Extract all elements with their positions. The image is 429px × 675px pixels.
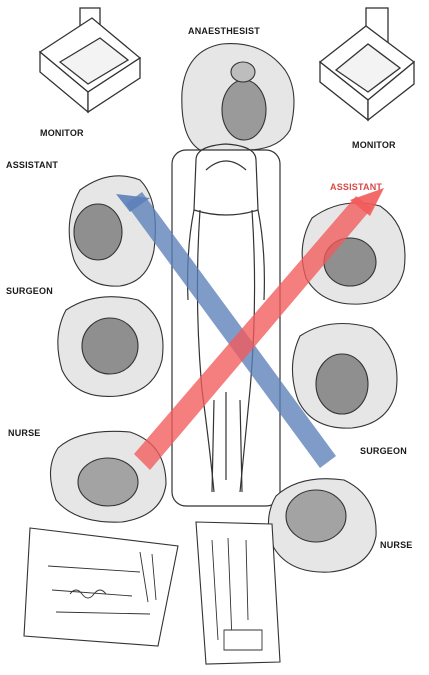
nurse-right-figure: [268, 479, 376, 572]
monitor-left-drawing: [40, 8, 140, 112]
surgeon-left-figure: [58, 297, 163, 397]
label-assistant-right: ASSISTANT: [330, 182, 382, 192]
instrument-table-right: [196, 522, 280, 664]
surgeon-right-figure: [292, 324, 397, 429]
label-anaesthesist: ANAESTHESIST: [188, 26, 260, 36]
label-surgeon-left: SURGEON: [6, 286, 53, 296]
label-nurse-right: NURSE: [380, 540, 413, 550]
anaesthesist-figure: [182, 44, 294, 150]
assistant-left-figure: [69, 176, 155, 286]
label-monitor-left: MONITOR: [40, 128, 84, 138]
label-monitor-right: MONITOR: [352, 140, 396, 150]
label-surgeon-right: SURGEON: [360, 446, 407, 456]
instrument-table-left: [24, 528, 178, 646]
label-nurse-left: NURSE: [8, 428, 41, 438]
monitor-right-drawing: [320, 8, 414, 120]
label-assistant-left: ASSISTANT: [6, 160, 58, 170]
